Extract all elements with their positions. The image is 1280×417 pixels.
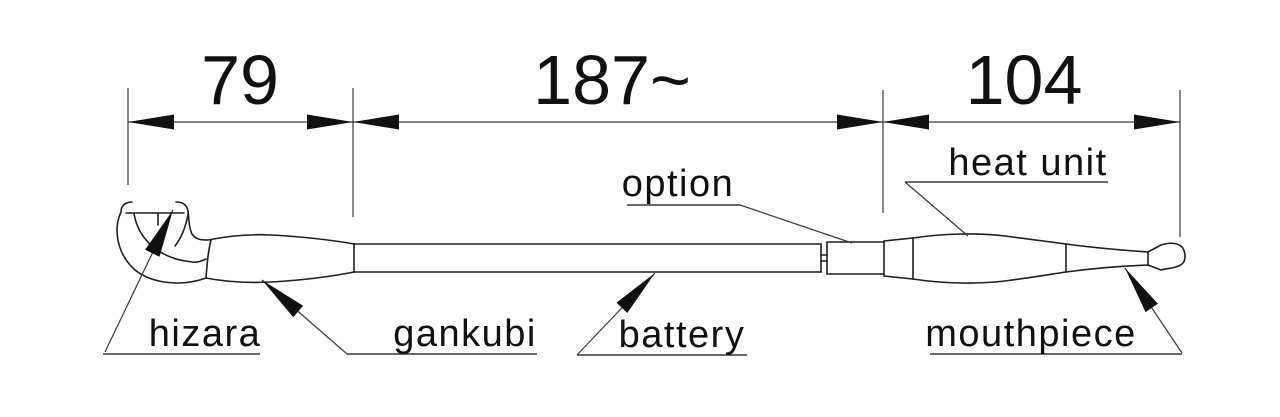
leader-layer [103, 181, 1183, 356]
leader-arrowhead-mouthpiece-icon [1125, 268, 1158, 313]
heatunit-bottom [912, 271, 1067, 284]
dim-arrowhead-right-icon [1134, 114, 1180, 130]
label-option: option [622, 163, 735, 205]
label-mouthpiece: mouthpiece [925, 313, 1136, 355]
dim-arrowhead-left-icon [128, 114, 174, 130]
label-battery: battery [619, 314, 746, 356]
dimension-value-heatunit-span: 104 [966, 41, 1083, 119]
leader-arrowhead-hizara-icon [145, 210, 173, 257]
dim-arrowhead-187-left-icon [353, 114, 399, 130]
heatunit-top [912, 233, 1067, 245]
bowl-outer-curve [116, 201, 207, 284]
dimension-value-battery-span: 187~ [533, 41, 691, 119]
cone-top [883, 237, 914, 242]
leader-option [739, 204, 853, 244]
taper-bottom [1065, 264, 1149, 273]
neck-seam [205, 239, 212, 279]
gankubi-bottom [205, 271, 355, 284]
label-layer: hizara gankubi battery option heat unit … [149, 142, 1136, 356]
bowl-right-lip [175, 201, 209, 241]
dimension-layer: 79 187~ 104 [127, 41, 1181, 237]
label-gankubi: gankubi [393, 313, 537, 355]
cone-bottom [883, 275, 914, 280]
dimension-value-hizara-span: 79 [201, 41, 279, 119]
bowl-inner-wall [133, 213, 207, 264]
label-hizara: hizara [149, 313, 262, 355]
joint-ticks [820, 254, 828, 262]
label-heat-unit: heat unit [948, 142, 1107, 184]
dim-arrowhead-187-right-icon [837, 114, 883, 130]
dim-arrowhead-79-right-icon [307, 114, 353, 130]
gankubi-top [207, 233, 355, 245]
leader-arrowhead-battery-icon [616, 273, 655, 313]
mouthpiece-knob [1147, 242, 1186, 271]
bowl-inner-detail [174, 213, 189, 247]
taper-top [1065, 243, 1149, 253]
dim-arrowhead-104-left-icon [883, 114, 929, 130]
leader-heat-unit [904, 181, 969, 237]
device-outline [116, 201, 1186, 284]
leader-arrowhead-gankubi-icon [262, 280, 304, 318]
